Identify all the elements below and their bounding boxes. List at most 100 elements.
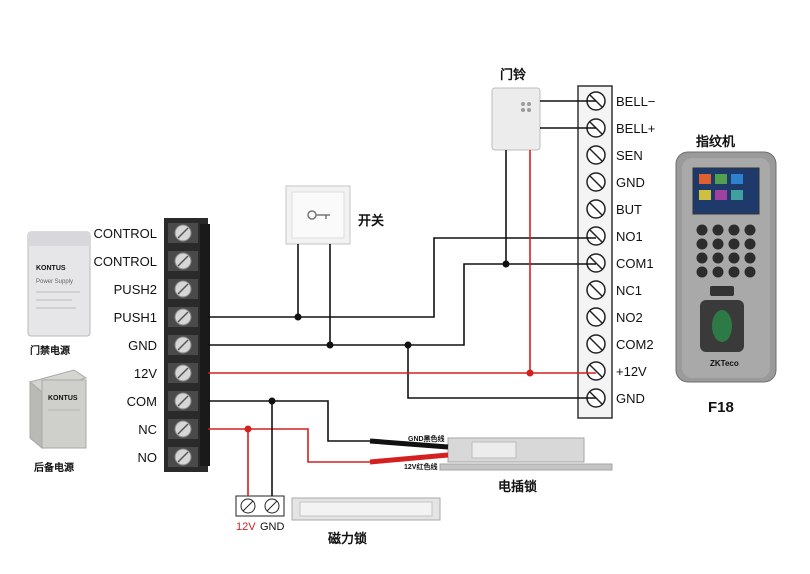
controller-terminal-label: BELL−	[616, 94, 655, 109]
power-terminal-label: COM	[127, 394, 157, 409]
keypad-key	[712, 252, 724, 264]
power-supply-panel-text: Power Supply	[36, 279, 73, 285]
controller-terminal-screw-icon	[586, 145, 606, 165]
power-terminal-screw-icon	[168, 335, 198, 355]
controller-terminal-label: SEN	[616, 148, 643, 163]
fingerprint-reader: ZKTeco	[675, 151, 777, 383]
reader-logo: ZKTeco	[710, 359, 739, 368]
keypad-key	[696, 252, 708, 264]
keypad-key	[728, 252, 740, 264]
power-terminal-label: GND	[128, 338, 157, 353]
power-terminal-label: CONTROL	[93, 226, 157, 241]
keypad-key	[728, 224, 740, 236]
door-bell	[491, 87, 541, 151]
keypad-key	[696, 224, 708, 236]
controller-terminal-screw-icon	[586, 226, 606, 246]
controller-terminal-label: GND	[616, 175, 645, 190]
power-terminal-screw-icon	[168, 447, 198, 467]
bolt-black-cable	[369, 438, 449, 450]
junction-dot	[268, 397, 276, 405]
bolt-red-wire-label: 12V红色线	[404, 462, 437, 471]
wiring	[208, 100, 596, 496]
keypad-key	[696, 266, 708, 278]
controller-terminal-screw-icon	[586, 199, 606, 219]
power-terminal-screw-icon	[168, 251, 198, 271]
key-icon	[307, 210, 330, 220]
junction-dot	[294, 313, 302, 321]
power-terminal-screw-icon	[168, 363, 198, 383]
controller-model: F18	[708, 399, 734, 416]
status-led	[710, 286, 734, 296]
power-supply-unit: KONTUS Power Supply	[27, 231, 91, 337]
electric-bolt-lock	[439, 437, 613, 471]
controller-terminal-label: BUT	[616, 202, 642, 217]
wire-junctions	[244, 260, 534, 433]
bolt-caption: 电插锁	[498, 479, 537, 494]
mag-lock-gnd-label: GND	[260, 521, 285, 533]
wire-push1-no1	[208, 237, 596, 318]
power-terminal-label: NO	[138, 450, 158, 465]
wire-gnd-controller-gnd	[407, 345, 596, 399]
mag-lock-12v-label: 12V	[236, 521, 256, 533]
power-terminal-label: PUSH1	[114, 310, 157, 325]
keypad-key	[728, 266, 740, 278]
power-terminal-screw-icon	[168, 223, 198, 243]
keypad-key	[728, 238, 740, 250]
keypad-key	[712, 266, 724, 278]
controller-caption: 指纹机	[696, 134, 735, 149]
controller-terminal-label: +12V	[616, 364, 647, 379]
controller-terminal-screw-icon	[586, 172, 606, 192]
power-terminal-block	[164, 218, 210, 472]
junction-dot	[502, 260, 510, 268]
wire-nc-bolt-12v	[208, 428, 370, 463]
power-terminal-screw-icon	[168, 307, 198, 327]
power-terminal-label: CONTROL	[93, 254, 157, 269]
power-supply-brand: KONTUS	[36, 265, 66, 272]
bolt-black-wire-label: GND黑色线	[408, 434, 445, 443]
keypad-key	[712, 238, 724, 250]
controller-terminal-label: COM2	[616, 337, 654, 352]
controller-terminal-screw-icon	[586, 307, 606, 327]
keypad-key	[744, 252, 756, 264]
junction-dot	[244, 425, 252, 433]
mag-lock-caption: 磁力锁	[328, 531, 367, 546]
keypad-key	[744, 266, 756, 278]
power-terminal-label: NC	[138, 422, 157, 437]
power-terminal-screw-icon	[168, 391, 198, 411]
keypad-key	[744, 238, 756, 250]
keypad-key	[744, 224, 756, 236]
controller-terminal-screw-icon	[586, 334, 606, 354]
controller-terminal-screw-icon	[586, 280, 606, 300]
controller-terminal-screw-icon	[586, 361, 606, 381]
backup-power-caption: 后备电源	[34, 461, 74, 474]
exit-button	[285, 185, 351, 245]
wire-gnd-com1	[208, 263, 596, 346]
screw-terminal-icon	[240, 498, 256, 514]
power-terminal-screw-icon	[168, 419, 198, 439]
power-terminal-label: 12V	[134, 366, 157, 381]
backup-power-brand: KONTUS	[48, 395, 78, 402]
power-terminal-label: PUSH2	[114, 282, 157, 297]
junction-dot	[526, 369, 534, 377]
controller-terminal-label: NO1	[616, 229, 643, 244]
wire-com-bolt-gnd	[208, 400, 370, 442]
exit-button-caption: 开关	[358, 213, 384, 228]
controller-terminal-label: NO2	[616, 310, 643, 325]
door-bell-caption: 门铃	[500, 67, 526, 82]
magnetic-lock	[235, 495, 441, 521]
backup-power-unit: KONTUS	[28, 369, 88, 450]
controller-terminal-label: COM1	[616, 256, 654, 271]
controller-terminal-label: GND	[616, 391, 645, 406]
keypad-key	[712, 224, 724, 236]
bolt-red-cable	[369, 452, 449, 465]
controller-terminal-label: BELL+	[616, 121, 655, 136]
junction-dot	[404, 341, 412, 349]
controller-terminal-screw-icon	[586, 253, 606, 273]
power-supply-caption: 门禁电源	[30, 344, 70, 357]
keypad-key	[696, 238, 708, 250]
controller-terminal-label: NC1	[616, 283, 642, 298]
junction-dot	[326, 341, 334, 349]
